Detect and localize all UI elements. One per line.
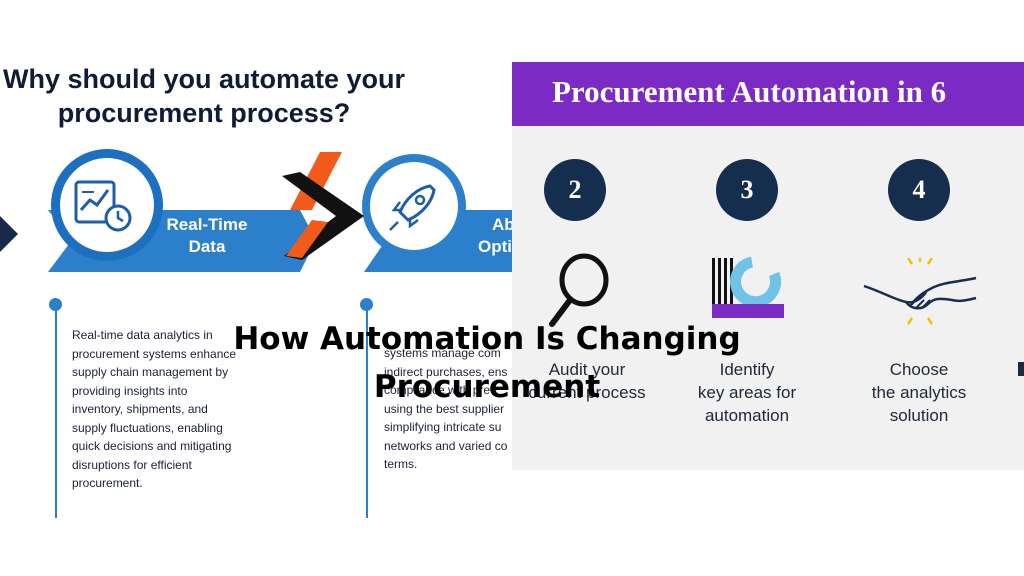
right-infographic: Procurement Automation in 6 2 3 4 Audit … [512, 62, 1024, 470]
cropped-next-step [1018, 362, 1024, 376]
step-number-3: 3 [716, 159, 778, 221]
overlay-title: How Automation Is Changing Procurement [233, 321, 741, 405]
left-heading: Why should you automate your procurement… [2, 64, 406, 128]
right-title: Procurement Automation in 6 [552, 74, 947, 109]
step-3-label: Identify key areas for automation [697, 360, 797, 425]
brand-logo-mark [282, 152, 364, 260]
analytics-clock-icon [51, 149, 163, 261]
left-infographic: Why should you automate your procurement… [0, 64, 512, 518]
arrow-right-icon [0, 216, 18, 252]
magnifier-icon [549, 253, 609, 327]
chart-gauge-icon [712, 256, 784, 318]
timeline-line [366, 308, 368, 518]
timeline-line [55, 308, 57, 518]
step-2-label: Audit your current process [528, 360, 646, 402]
handshake-icon [863, 258, 977, 325]
card2-label: Ab Opti [478, 215, 512, 256]
step-number-4: 4 [888, 159, 950, 221]
step-4-label: Choose the analytics solution [871, 360, 967, 425]
step-number-2: 2 [544, 159, 606, 221]
timeline-dot [49, 298, 62, 311]
rocket-icon [362, 154, 466, 258]
card1-description: Real-time data analytics in procurement … [72, 328, 237, 490]
card2-description: systems manage com indirect purchases, e… [384, 346, 508, 471]
card1-label: Real-Time Data [166, 215, 248, 256]
right-header: Procurement Automation in 6 [512, 62, 1024, 126]
timeline-dot [360, 298, 373, 311]
